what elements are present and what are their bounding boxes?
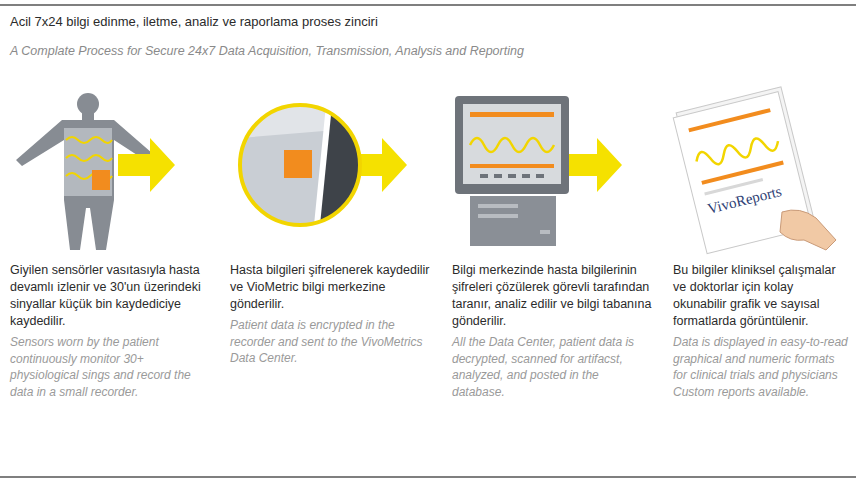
flow-arrow xyxy=(565,138,622,192)
top-rule xyxy=(0,4,856,6)
subtitle: A Complate Process for Secure 24x7 Data … xyxy=(10,44,840,58)
data-center-computer xyxy=(455,96,569,246)
step-text: Giyilen sensörler vasıtasıyla hasta deva… xyxy=(10,262,210,330)
report-paper xyxy=(672,87,836,254)
bottom-rule xyxy=(0,476,856,478)
step-text: Bu bilgiler kliniksel çalışmalar ve dokt… xyxy=(673,262,849,330)
step-text: Hasta bilgileri şifrelenerek kaydedilir … xyxy=(230,262,430,313)
step-text: Bilgi merkezinde hasta bilgilerinin şifr… xyxy=(452,262,652,330)
step-text-english: All the Data Center, patient data is dec… xyxy=(452,334,652,400)
step-text-english: Data is displayed in easy-to-read graphi… xyxy=(673,334,849,400)
step-text-english: Sensors worn by the patient continuously… xyxy=(10,334,210,400)
title: Acil 7x24 bilgi edinme, iletme, analiz v… xyxy=(10,14,378,29)
recorder-closeup xyxy=(240,105,360,225)
step-text-english: Patient data is encrypted in the recorde… xyxy=(230,317,430,367)
flow-arrow xyxy=(118,138,175,192)
